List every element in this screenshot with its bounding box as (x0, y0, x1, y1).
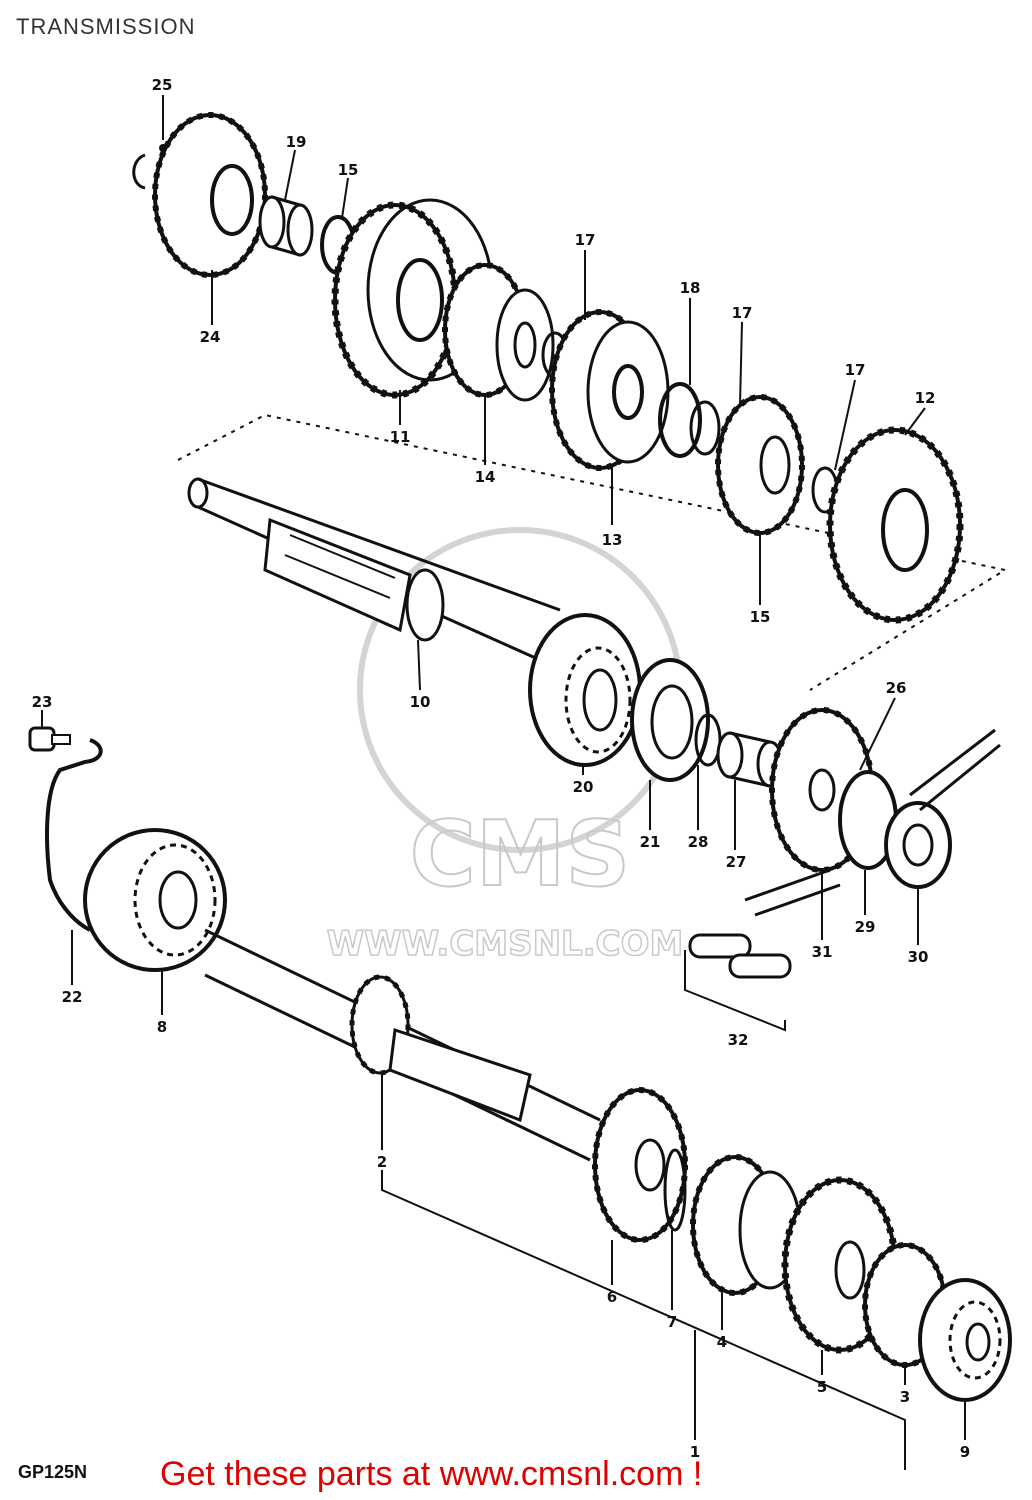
label-30: 30 (908, 948, 929, 966)
circlip-25 (132, 153, 146, 190)
label-17c: 17 (845, 361, 866, 379)
label-10: 10 (410, 693, 431, 711)
label-21: 21 (640, 833, 661, 851)
label-4: 4 (717, 1333, 727, 1351)
label-1: 1 (690, 1443, 700, 1461)
watermark-brand: CMS (410, 802, 630, 907)
washer-18 (658, 382, 702, 458)
label-22: 22 (62, 988, 83, 1006)
chain-joint-32 (684, 933, 792, 1032)
label-20: 20 (573, 778, 594, 796)
label-12: 12 (915, 389, 936, 407)
label-11: 11 (390, 428, 411, 446)
label-26: 26 (886, 679, 907, 697)
label-25: 25 (152, 76, 173, 94)
label-31: 31 (812, 943, 833, 961)
bearing-8 (83, 828, 227, 972)
watermark: CMS WWW.CMSNL.COM (326, 527, 684, 965)
gear-4 (690, 1154, 802, 1296)
gear-6 (592, 1087, 688, 1243)
nut-30 (884, 801, 952, 889)
countershaft-10 (187, 477, 561, 662)
label-9: 9 (960, 1443, 970, 1461)
gear-12 (826, 426, 964, 624)
model-code: GP125N (18, 1462, 88, 1482)
circlip-17b (689, 400, 721, 456)
part-number-labels: 25 19 15 24 11 14 17 18 17 17 12 13 15 1… (32, 76, 971, 1461)
spacer-27 (716, 731, 784, 788)
label-15a: 15 (338, 161, 359, 179)
label-15b: 15 (750, 608, 771, 626)
label-19: 19 (286, 133, 307, 151)
label-18: 18 (680, 279, 701, 297)
label-32: 32 (728, 1031, 749, 1049)
bushing-19 (258, 195, 314, 257)
label-27: 27 (726, 853, 747, 871)
gear-24 (152, 112, 268, 278)
label-17b: 17 (732, 304, 753, 322)
label-3: 3 (900, 1388, 910, 1406)
bolt-23 (28, 726, 71, 752)
washer-7 (663, 1148, 687, 1232)
gear-15-mid (715, 394, 805, 536)
label-14: 14 (475, 468, 496, 486)
watermark-url: WWW.CMSNL.COM (327, 924, 684, 964)
label-28: 28 (688, 833, 709, 851)
promo-link[interactable]: Get these parts at www.cmsnl.com ! (160, 1455, 703, 1493)
bearing-9 (918, 1278, 1012, 1402)
mainshaft-2 (204, 928, 601, 1162)
page-title: TRANSMISSION (16, 14, 196, 39)
label-29: 29 (855, 918, 876, 936)
gear-13 (549, 309, 670, 471)
label-17a: 17 (575, 231, 596, 249)
bearing-20 (528, 613, 642, 767)
gear-14 (442, 262, 555, 402)
label-2: 2 (377, 1153, 387, 1171)
label-13: 13 (602, 531, 623, 549)
label-8: 8 (157, 1018, 167, 1036)
label-5: 5 (817, 1378, 827, 1396)
label-23: 23 (32, 693, 53, 711)
oil-seal-21 (630, 658, 710, 782)
label-6: 6 (607, 1288, 617, 1306)
retainer-plate-22 (45, 738, 103, 932)
mainshaft-assembly-bracket (381, 1170, 906, 1470)
drive-chain-31 (744, 728, 1001, 917)
leader-lines (41, 95, 966, 1440)
label-7: 7 (667, 1313, 677, 1331)
label-24: 24 (200, 328, 221, 346)
